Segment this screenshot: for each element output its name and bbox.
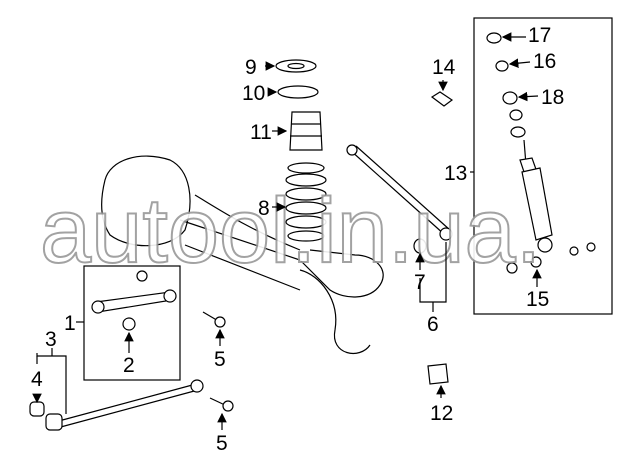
callout-3: 3 bbox=[45, 328, 57, 351]
callout-17: 17 bbox=[528, 24, 551, 47]
spring-seat bbox=[277, 85, 319, 99]
callout-12: 12 bbox=[430, 402, 453, 425]
lower-control-arm bbox=[29, 379, 204, 431]
bracket-14 bbox=[430, 91, 454, 107]
shock-absorber-group-box bbox=[473, 17, 613, 315]
callout-14: 14 bbox=[432, 56, 456, 79]
spring-insulator-hole bbox=[287, 62, 305, 70]
shock-absorber bbox=[486, 32, 596, 274]
callout-1: 1 bbox=[64, 312, 76, 335]
callout-5b: 5 bbox=[216, 432, 228, 455]
upper-control-arm bbox=[91, 270, 177, 331]
callout-5a: 5 bbox=[214, 348, 226, 371]
callout-16: 16 bbox=[533, 50, 556, 73]
axle-housing bbox=[101, 155, 384, 354]
callout-11: 11 bbox=[250, 121, 272, 144]
callout-8: 8 bbox=[258, 197, 270, 220]
upper-arm-group-box bbox=[83, 265, 181, 381]
watermark: autool.in.ua. bbox=[40, 180, 541, 282]
coil-spring bbox=[285, 162, 327, 242]
callout-2: 2 bbox=[123, 354, 135, 377]
callout-6: 6 bbox=[427, 313, 439, 336]
bolts bbox=[202, 311, 234, 412]
callout-4: 4 bbox=[31, 368, 43, 391]
callout-18: 18 bbox=[541, 86, 564, 109]
callout-9: 9 bbox=[245, 56, 257, 79]
bracket-12 bbox=[427, 363, 449, 385]
callout-13: 13 bbox=[444, 162, 467, 185]
leader-lines bbox=[32, 32, 542, 430]
bump-stop bbox=[289, 111, 323, 151]
callout-7: 7 bbox=[414, 271, 426, 294]
callout-15: 15 bbox=[526, 288, 549, 311]
callout-10: 10 bbox=[242, 82, 265, 105]
